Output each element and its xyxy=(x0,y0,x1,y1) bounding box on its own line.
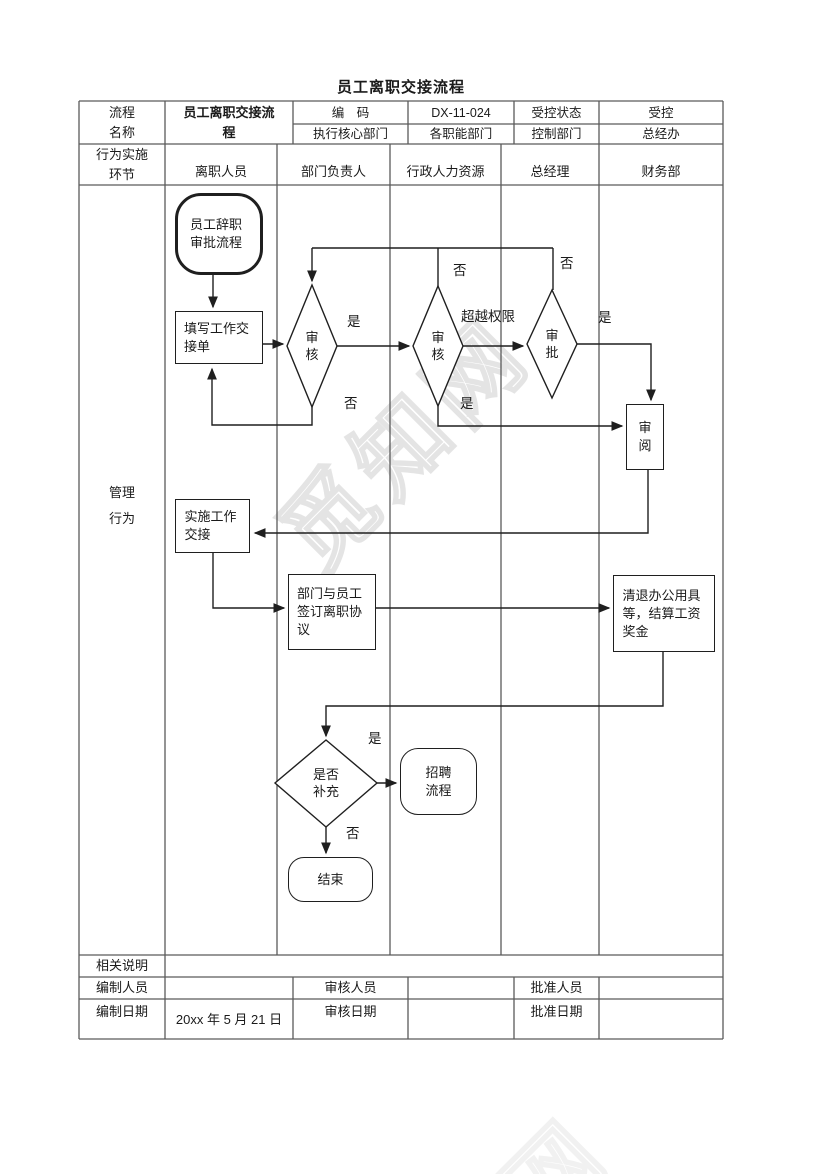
lane-header-hr: 行政人力资源 xyxy=(406,164,485,179)
edge-approve-yes-to-read xyxy=(577,343,656,402)
control-dept-label: 控制部门 xyxy=(531,127,582,141)
process-name-value: 员工离职交接流程 xyxy=(183,104,275,140)
process-name-label: 流程名称 xyxy=(108,104,135,140)
node-sign-resignation-agreement: 部门与员工签订离职协议 xyxy=(288,574,376,650)
edge-read-to-handover xyxy=(253,470,649,538)
decision-diamonds xyxy=(273,283,578,828)
edge-label-yes3: 是 xyxy=(598,310,612,325)
lane-header-finance: 财务部 xyxy=(641,164,681,179)
node-fill-handover-form: 填写工作交接单 xyxy=(175,311,263,364)
footer-notes-label: 相关说明 xyxy=(95,958,148,973)
node-end: 结束 xyxy=(288,857,373,902)
page-title: 员工离职交接流程 xyxy=(336,79,465,96)
edge-handover-to-agreement xyxy=(212,553,286,613)
node-start-resignation-approval: 员工辞职审批流程 xyxy=(175,193,263,275)
lane-row-label: 行为实施环节 xyxy=(95,147,148,182)
refill-diamond xyxy=(273,739,379,828)
edge-review1-no-loop xyxy=(207,367,313,426)
footer-author-date-label: 编制日期 xyxy=(95,1004,148,1019)
node-approve-label: 审批 xyxy=(545,328,559,360)
review2-diamond xyxy=(412,284,464,408)
band-label-management-action: 管理行为 xyxy=(108,485,135,526)
node-return-supplies-settle-pay: 清退办公用具等，结算工资奖金 xyxy=(613,575,715,652)
edge-label-no4: 否 xyxy=(346,826,360,841)
edge-label-no2: 否 xyxy=(453,263,467,278)
review1-diamond xyxy=(286,283,338,409)
footer-approve-date-label: 批准日期 xyxy=(530,1004,583,1019)
lane-header-resigning-employee: 离职人员 xyxy=(194,164,247,179)
edge-label-no1: 否 xyxy=(344,396,358,411)
edge-label-no3: 否 xyxy=(560,256,574,271)
node-need-refill-label: 是否补充 xyxy=(312,767,339,799)
edge-label-exceed-authority: 超越权限 xyxy=(461,309,515,324)
approve-diamond xyxy=(526,288,578,400)
code-value: DX-11-024 xyxy=(431,105,491,120)
footer-author-label: 编制人员 xyxy=(95,980,148,995)
lane-header-dept-manager: 部门负责人 xyxy=(300,164,366,179)
control-state-label: 受控状态 xyxy=(531,105,582,120)
edge-review2-yes-to-read xyxy=(437,406,624,431)
edge-label-yes2: 是 xyxy=(460,396,474,411)
footer-approver-label: 批准人员 xyxy=(530,980,583,995)
control-dept-value: 总经办 xyxy=(642,127,680,141)
node-review2-label: 审核 xyxy=(431,330,445,362)
node-recruiting-process: 招聘流程 xyxy=(400,748,477,815)
exec-dept-label: 执行核心部门 xyxy=(312,127,388,141)
flow-connectors xyxy=(207,247,664,855)
control-state-value: 受控 xyxy=(648,105,674,120)
footer-reviewer-label: 审核人员 xyxy=(324,980,377,995)
footer-review-date-label: 审核日期 xyxy=(324,1004,377,1019)
node-review1-label: 审核 xyxy=(305,330,319,362)
edge-label-yes1: 是 xyxy=(347,314,361,329)
node-read-review: 审阅 xyxy=(626,404,664,470)
table-grid xyxy=(78,100,724,1040)
lane-header-general-manager: 总经理 xyxy=(530,164,570,179)
edge-settle-to-refill xyxy=(321,652,664,738)
node-implement-handover: 实施工作交接 xyxy=(175,499,250,553)
footer-author-date-value: 20xx 年 5 月 21 日 xyxy=(175,1012,283,1027)
code-label: 编 码 xyxy=(331,105,370,120)
edge-label-yes4: 是 xyxy=(368,731,382,746)
exec-dept-value: 各职能部门 xyxy=(429,127,493,141)
